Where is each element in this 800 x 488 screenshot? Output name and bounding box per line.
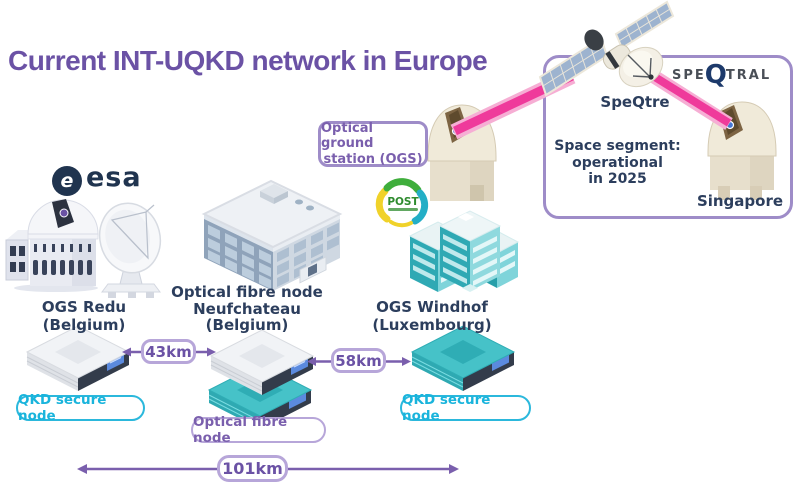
speqtral-logo-left: SPE <box>672 67 706 83</box>
ogs-callout-line2: station (OGS) <box>323 151 423 167</box>
neufchateau-building-icon <box>201 179 343 292</box>
post-logo-text: POST <box>387 196 419 208</box>
server-qkd-right-icon <box>410 325 516 391</box>
solar-panel-right-icon <box>614 0 675 50</box>
telescope-lens-icon <box>451 126 461 136</box>
ogs-callout-box: Optical ground station (OGS) <box>318 121 428 167</box>
satellite-sensor-icon <box>584 29 604 51</box>
arrow-58km-left <box>307 357 331 366</box>
qkd-node-badge-left: QKD secure node <box>16 392 145 424</box>
speqtral-logo-right: TRAL <box>725 67 772 83</box>
arrow-43km-right <box>196 347 216 357</box>
arrow-58km-right <box>386 357 411 366</box>
page-title: Current INT-UQKD network in Europe <box>8 45 488 76</box>
arrow-43km-left <box>122 347 141 357</box>
satellite-name-label: SpeQtre <box>600 93 670 111</box>
speqtral-logo: SPE Q TRAL <box>672 62 771 88</box>
windhof-building-icon <box>408 210 520 292</box>
redu-observatory-icon <box>5 199 99 292</box>
site-label-windhof: OGS Windhof (Luxembourg) <box>372 298 492 334</box>
distance-badge-58km: 58km <box>331 348 386 373</box>
esa-logo-text: esa <box>86 162 142 193</box>
post-logo-subtext-bar <box>388 208 418 211</box>
dish-antenna-icon <box>98 202 162 298</box>
site-label-neufchateau: Optical fibre node Neufchateau (Belgium) <box>171 283 323 334</box>
server-qkd-left-icon <box>25 325 131 391</box>
server-fibre-white-icon <box>209 329 315 395</box>
ogs-callout-line1: Optical ground <box>321 120 374 152</box>
esa-logo-icon: e <box>52 166 82 196</box>
qkd-node-badge-right: QKD secure node <box>400 392 531 424</box>
speqtral-logo-q-icon: Q <box>704 60 727 90</box>
site-label-redu: OGS Redu (Belgium) <box>41 298 127 334</box>
ogs-dome-europe-icon <box>427 104 497 201</box>
distance-badge-43km: 43km <box>141 339 196 364</box>
space-segment-note: Space segment: operational in 2025 <box>554 138 681 187</box>
singapore-label: Singapore <box>696 192 784 210</box>
distance-badge-101km: 101km <box>217 455 288 482</box>
fibre-node-badge: Optical fibre node <box>191 414 326 446</box>
